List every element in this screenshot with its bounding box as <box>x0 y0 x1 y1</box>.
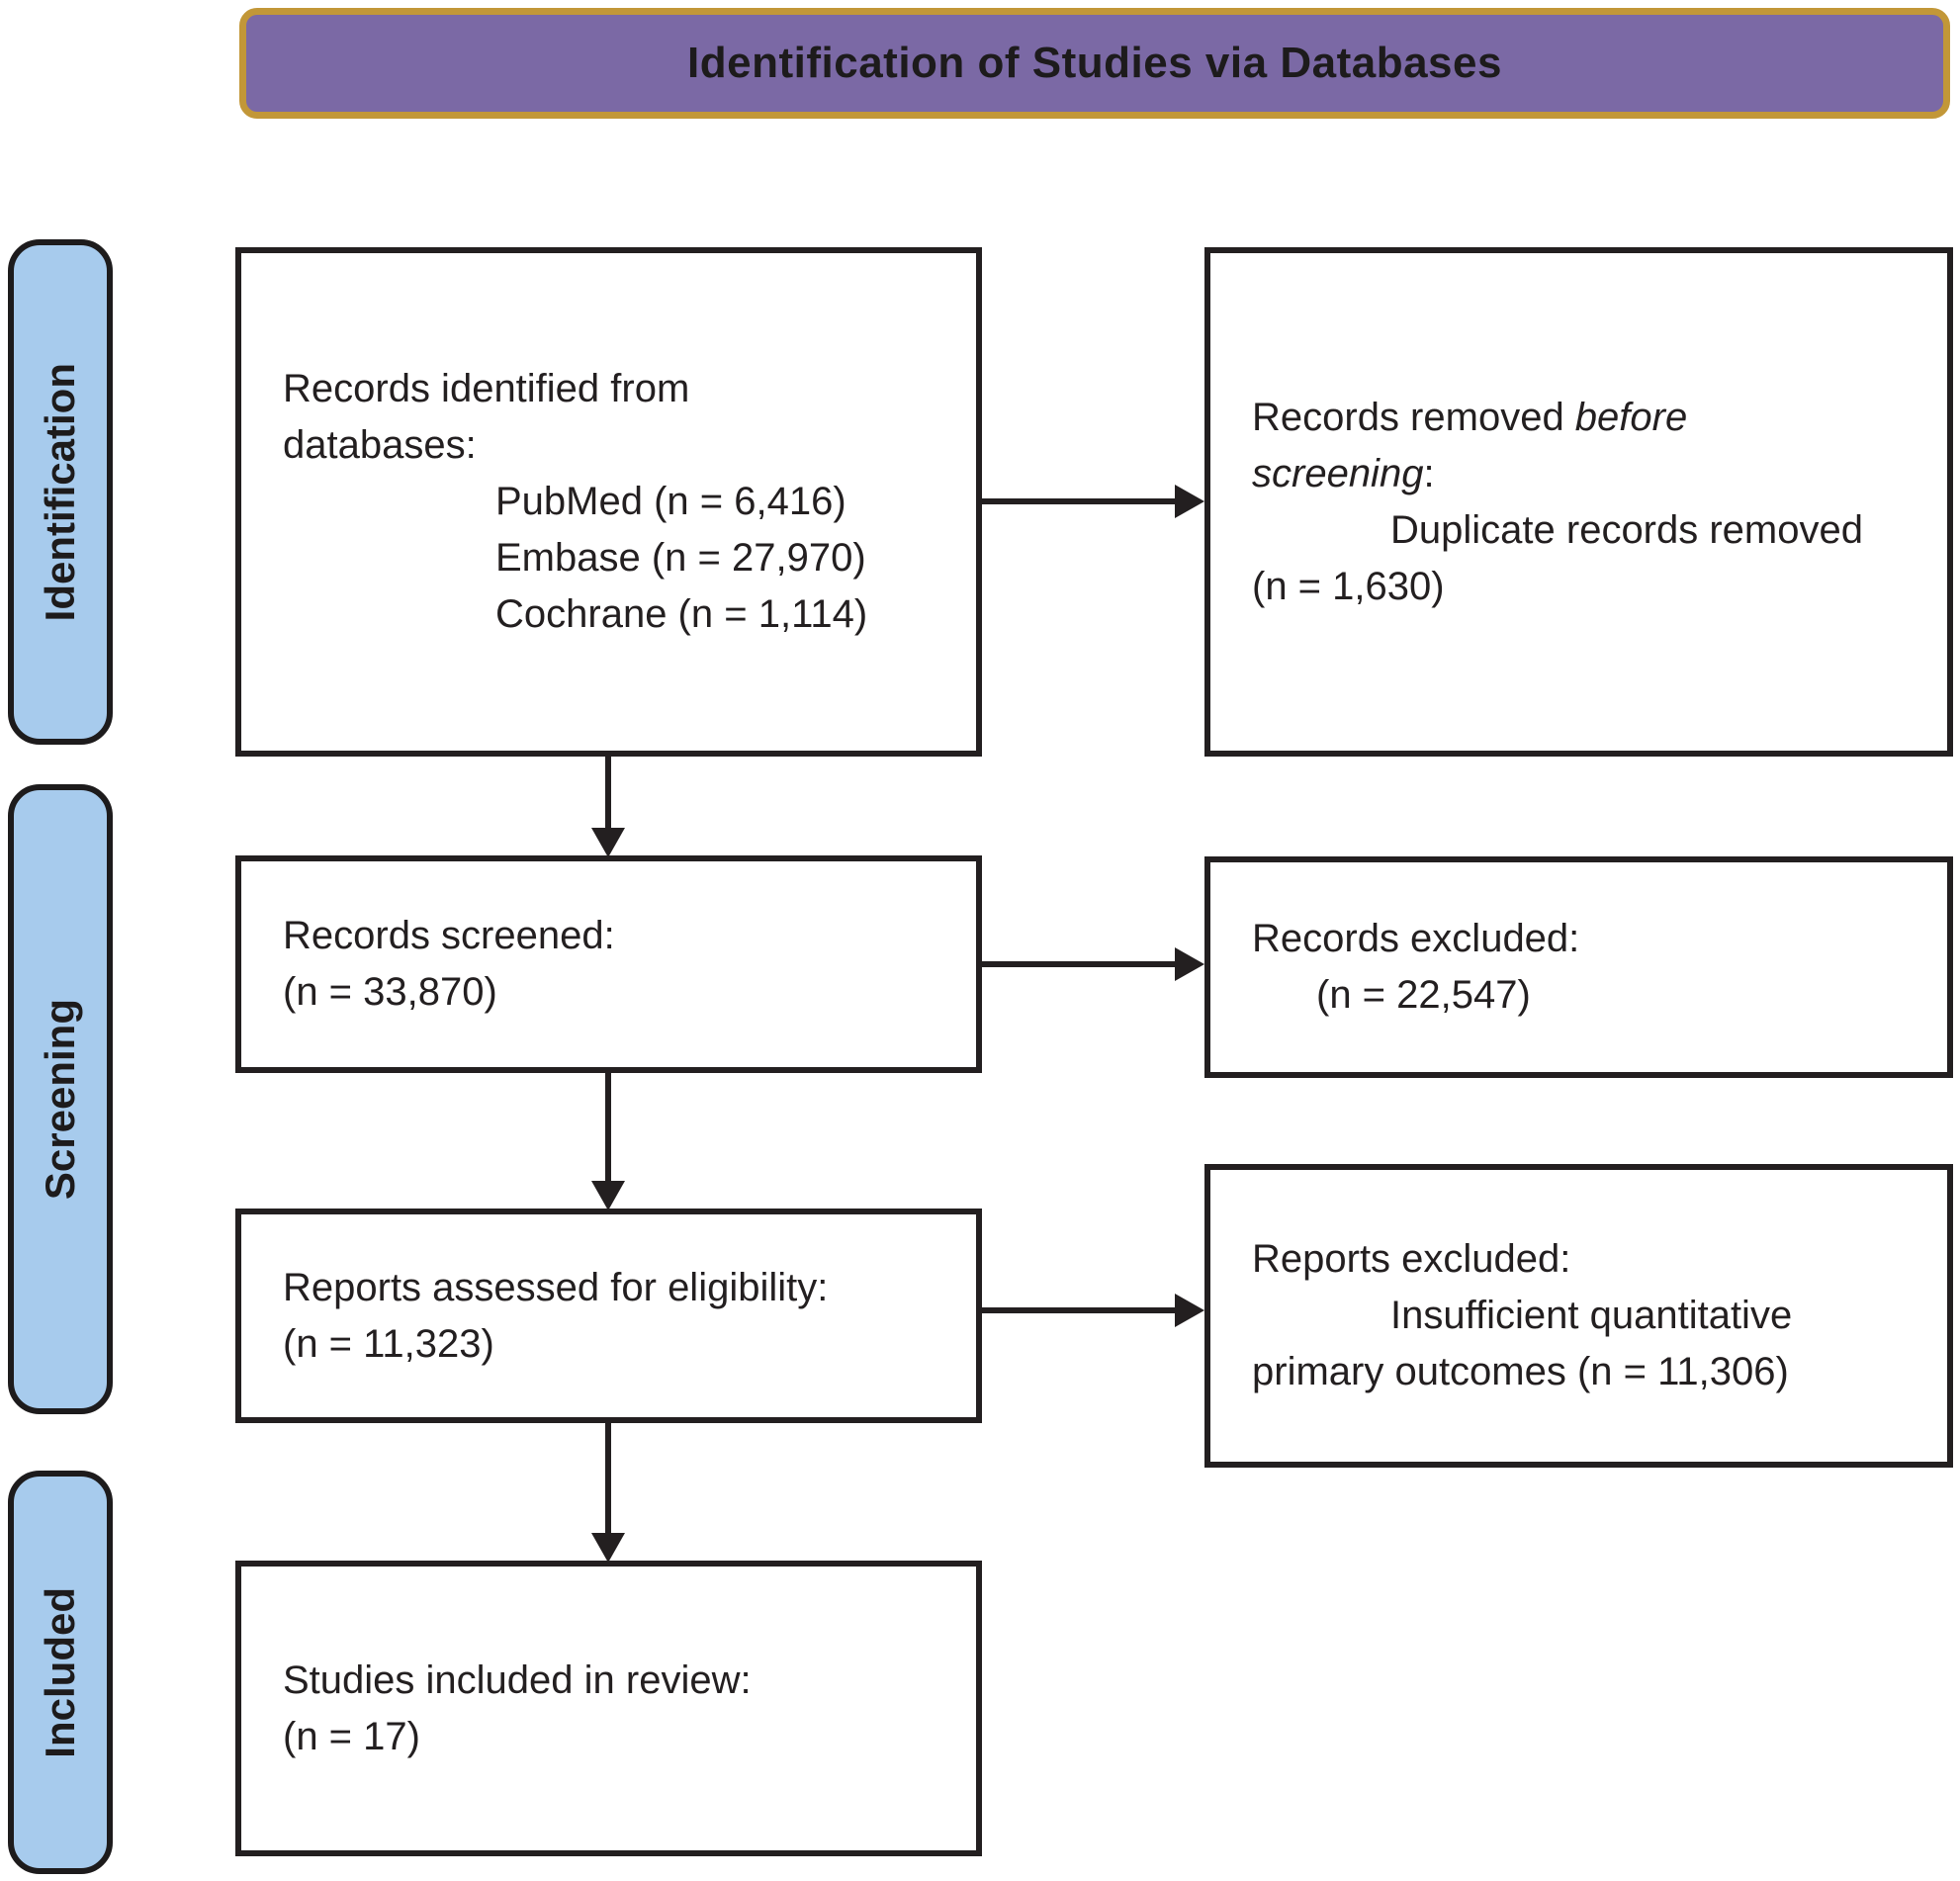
text-segment: : <box>1423 451 1435 495</box>
text-line: Reports assessed for eligibility: <box>283 1260 954 1316</box>
arrow-line <box>605 757 611 831</box>
text-line: Cochrane (n = 1,114) <box>283 586 954 643</box>
arrow-head-down-icon <box>591 1181 625 1210</box>
text-segment: Duplicate records removed <box>1390 507 1863 552</box>
text-segment: (n = 33,870) <box>283 970 497 1014</box>
stage-tab-identification: Identification <box>8 239 113 745</box>
text-line: (n = 22,547) <box>1252 967 1925 1024</box>
text-segment: Embase (n = 27,970) <box>495 536 866 580</box>
text-line: Duplicate records removed <box>1252 502 1925 559</box>
arrow-head-down-icon <box>591 1533 625 1563</box>
text-segment: Reports assessed for eligibility: <box>283 1265 829 1309</box>
arrow-head-right-icon <box>1175 1294 1204 1327</box>
text-line: Records excluded: <box>1252 911 1925 967</box>
text-segment: Studies included in review: <box>283 1657 752 1702</box>
text-segment: (n = 1,630) <box>1252 564 1445 608</box>
box-records-identified: Records identified from databases: PubMed … <box>235 247 982 757</box>
arrow-line <box>605 1423 611 1536</box>
text-line: databases: <box>283 417 954 474</box>
text-line: Studies included in review: <box>283 1653 954 1709</box>
stage-tab-included: Included <box>8 1471 113 1874</box>
box-records-excluded: Records excluded: (n = 22,547) <box>1204 856 1953 1078</box>
text-segment: Records identified from <box>283 367 690 410</box>
box-records-screened: Records screened: (n = 33,870) <box>235 855 982 1073</box>
title-banner: Identification of Studies via Databases <box>239 8 1950 119</box>
text-line: Embase (n = 27,970) <box>283 530 954 586</box>
stage-label-screening: Screening <box>37 998 83 1201</box>
text-line: (n = 1,630) <box>1252 559 1925 615</box>
text-segment: Records screened: <box>283 914 615 957</box>
diagram-title: Identification of Studies via Databases <box>687 39 1502 87</box>
text-segment: primary outcomes (n = 11,306) <box>1252 1350 1789 1393</box>
text-line: primary outcomes (n = 11,306) <box>1252 1344 1925 1400</box>
text-segment: databases: <box>283 423 477 467</box>
stage-label-included: Included <box>37 1586 83 1758</box>
text-line: (n = 11,323) <box>283 1316 954 1373</box>
text-line: (n = 17) <box>283 1709 954 1765</box>
text-segment: (n = 11,323) <box>283 1321 494 1366</box>
text-line: Records identified from <box>283 361 954 417</box>
text-segment: Reports excluded: <box>1252 1237 1571 1281</box>
text-segment: Cochrane (n = 1,114) <box>495 592 868 636</box>
text-segment: (n = 22,547) <box>1316 973 1531 1017</box>
text-line: Records removed before <box>1252 390 1925 446</box>
arrow-line <box>982 961 1180 967</box>
stage-label-identification: Identification <box>37 362 83 622</box>
text-segment: (n = 17) <box>283 1714 420 1758</box>
arrow-line <box>982 1307 1180 1313</box>
box-studies-included: Studies included in review: (n = 17) <box>235 1561 982 1856</box>
text-line: (n = 33,870) <box>283 964 954 1021</box>
text-line: Reports excluded: <box>1252 1231 1925 1288</box>
text-line: Records screened: <box>283 908 954 964</box>
text-segment: Insufficient quantitative <box>1390 1294 1793 1337</box>
arrow-head-right-icon <box>1175 947 1204 981</box>
text-segment: PubMed (n = 6,416) <box>495 480 846 523</box>
arrow-head-down-icon <box>591 828 625 857</box>
text-segment: Records removed <box>1252 395 1575 439</box>
arrow-line <box>605 1073 611 1184</box>
text-segment: screening <box>1252 451 1424 495</box>
text-line: screening: <box>1252 446 1925 502</box>
text-line: Insufficient quantitative <box>1252 1288 1925 1344</box>
box-reports-excluded: Reports excluded: Insufficient quantitati… <box>1204 1164 1953 1468</box>
arrow-line <box>982 498 1180 504</box>
text-line: PubMed (n = 6,416) <box>283 474 954 530</box>
box-reports-assessed: Reports assessed for eligibility: (n = 11… <box>235 1209 982 1423</box>
text-segment: Records excluded: <box>1252 917 1580 960</box>
text-segment: before <box>1574 395 1688 439</box>
stage-tab-screening: Screening <box>8 784 113 1414</box>
arrow-head-right-icon <box>1175 485 1204 518</box>
